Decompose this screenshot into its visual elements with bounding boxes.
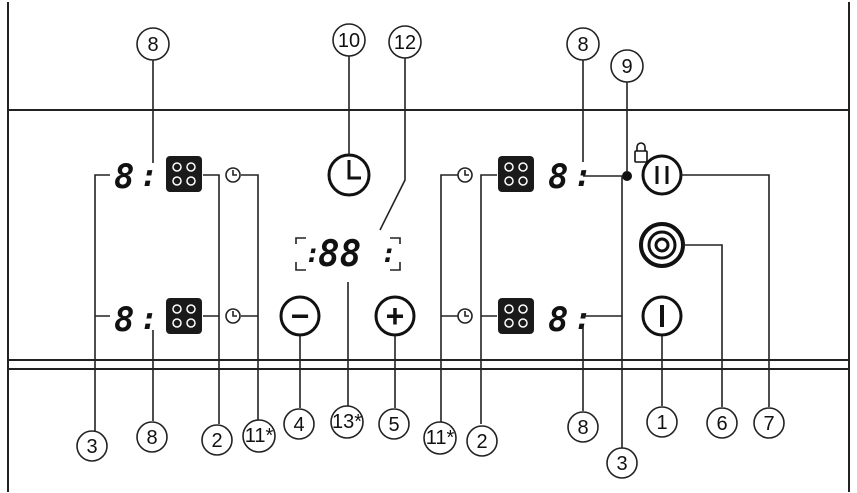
minus-button-label: − <box>291 298 310 334</box>
svg-text:11*: 11* <box>245 425 274 447</box>
svg-text:5: 5 <box>388 414 399 436</box>
timer-icon[interactable] <box>327 153 371 197</box>
svg-text:6: 6 <box>716 413 727 435</box>
callout-8-bottom-left: 8 <box>136 421 168 453</box>
svg-text:1: 1 <box>656 412 667 434</box>
callout-8-bottom-right: 8 <box>567 411 599 443</box>
svg-text:2: 2 <box>211 430 222 452</box>
booster-icon[interactable] <box>639 222 685 268</box>
svg-text:13*: 13* <box>332 411 362 433</box>
panel-frame <box>7 2 850 492</box>
zone-selector-button-bottom-right[interactable] <box>498 298 534 334</box>
zone-colon-bottom-left: : <box>140 302 158 337</box>
svg-text:11*: 11* <box>426 427 455 449</box>
plus-button-label: + <box>386 298 405 334</box>
zone-selector-button-top-right[interactable] <box>498 156 534 192</box>
plus-button[interactable]: + <box>374 295 416 337</box>
svg-text:8: 8 <box>577 417 588 439</box>
zone-display-top-left: 8 <box>114 157 134 197</box>
callout-3-left: 3 <box>76 430 108 462</box>
zone-selector-icon <box>172 304 196 328</box>
callout-8-top-right: 8 <box>566 27 600 61</box>
callout-11-right: 11* <box>423 421 457 455</box>
zone-display-top-right: 8 <box>548 157 568 197</box>
svg-text:7: 7 <box>763 413 774 435</box>
svg-text:4: 4 <box>293 414 304 436</box>
zone-selector-icon <box>504 304 528 328</box>
callout-12: 12 <box>388 25 422 59</box>
zone-display-bottom-right: 8 <box>548 300 568 340</box>
callout-2-right: 2 <box>466 425 498 457</box>
callout-1: 1 <box>646 406 678 438</box>
svg-text:8: 8 <box>146 427 157 449</box>
callout-5: 5 <box>378 408 410 440</box>
zone-colon-bottom-right: : <box>574 302 592 337</box>
svg-text:12: 12 <box>394 32 416 54</box>
callout-4: 4 <box>283 408 315 440</box>
svg-text:3: 3 <box>616 453 627 475</box>
timer-colon-right: : <box>381 239 397 269</box>
clock-small-icon[interactable] <box>225 308 241 324</box>
callout-8-top-left: 8 <box>136 27 170 61</box>
timer-colon-left: : <box>305 239 321 269</box>
minus-button[interactable]: − <box>279 295 321 337</box>
zone-selector-icon <box>172 162 196 186</box>
callout-2-left: 2 <box>201 424 233 456</box>
zone-selector-icon <box>504 162 528 186</box>
callout-7: 7 <box>753 407 785 439</box>
svg-text:2: 2 <box>476 431 487 453</box>
zone-selector-button-top-left[interactable] <box>166 156 202 192</box>
leader-lines <box>94 56 770 448</box>
clock-small-icon[interactable] <box>225 167 241 183</box>
clock-small-icon[interactable] <box>457 167 473 183</box>
callout-11-left: 11* <box>242 419 276 453</box>
callout-10: 10 <box>332 23 366 57</box>
zone-colon-top-left: : <box>140 159 158 194</box>
lock-icon <box>634 142 648 163</box>
svg-text:8: 8 <box>577 34 588 56</box>
svg-text:8: 8 <box>147 34 158 56</box>
zone-display-bottom-left: 8 <box>114 300 134 340</box>
svg-text:3: 3 <box>86 436 97 458</box>
power-icon[interactable] <box>641 295 683 337</box>
lock-indicator-dot <box>622 171 632 181</box>
pause-icon[interactable] <box>641 154 683 196</box>
callout-6: 6 <box>706 407 738 439</box>
callout-13: 13* <box>330 405 364 439</box>
zone-selector-button-bottom-left[interactable] <box>166 298 202 334</box>
svg-text:10: 10 <box>338 30 360 52</box>
clock-small-icon[interactable] <box>457 308 473 324</box>
timer-display: : 88 : <box>295 234 401 275</box>
callout-9: 9 <box>610 49 644 83</box>
callout-3-right: 3 <box>606 447 638 479</box>
svg-text:9: 9 <box>621 56 632 78</box>
timer-digits: 88 <box>318 234 361 275</box>
